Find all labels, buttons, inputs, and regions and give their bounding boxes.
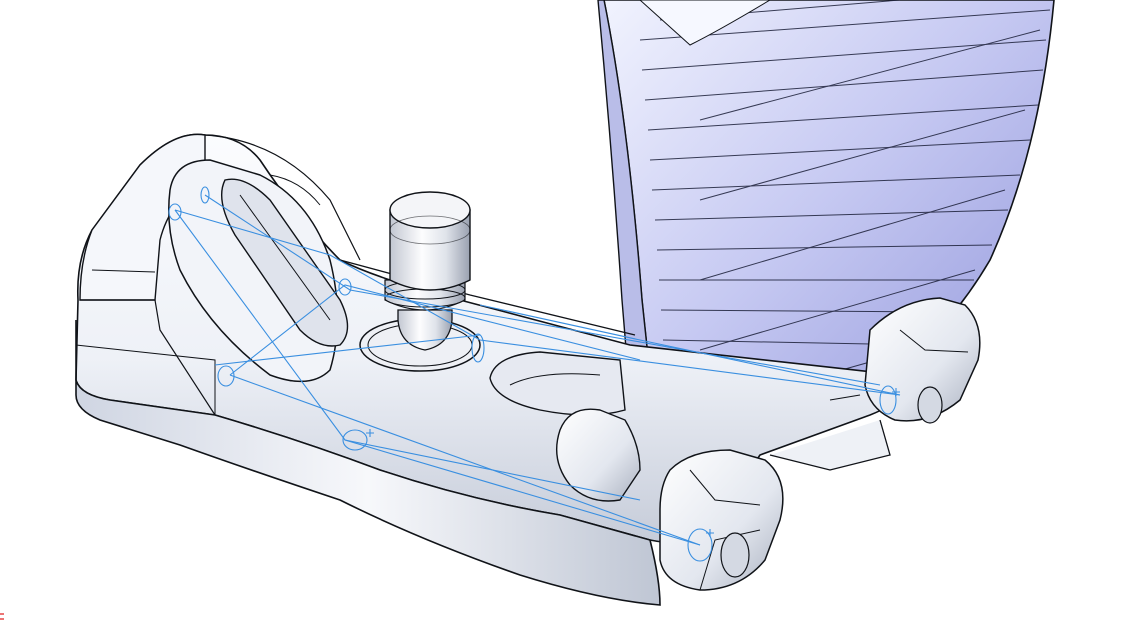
origin-marker-icon: [0, 613, 4, 620]
sketch-overlay: [168, 186, 901, 562]
swivel-knob[interactable]: [359, 191, 481, 372]
